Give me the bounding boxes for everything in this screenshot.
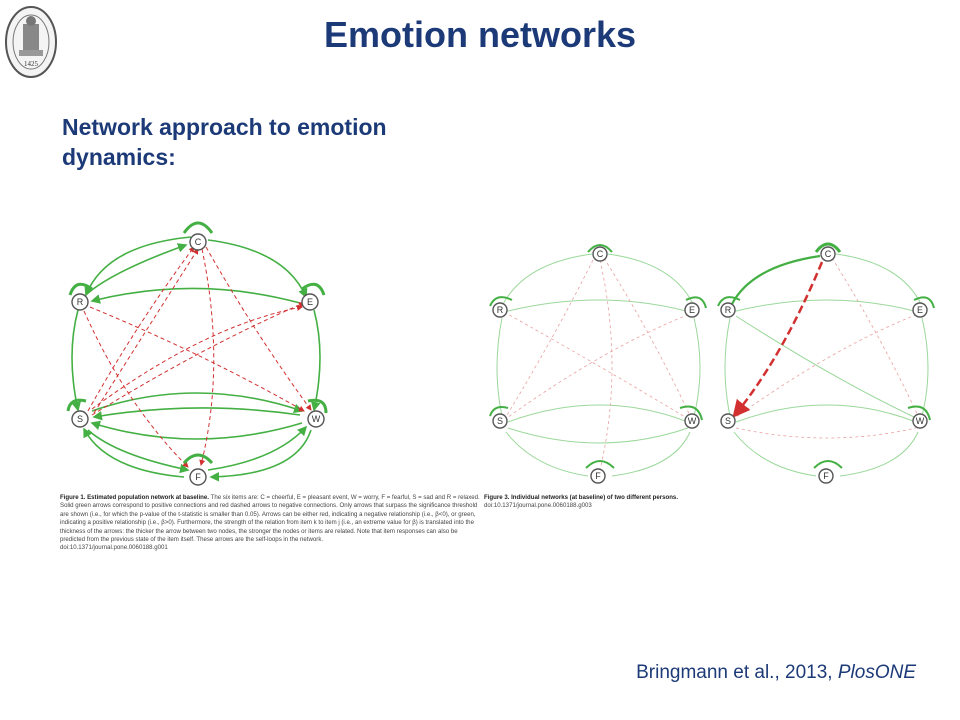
edge-c-s-strong bbox=[732, 261, 824, 418]
selfloop-w bbox=[307, 398, 328, 414]
figure3-caption: Figure 3. Individual networks (at baseli… bbox=[484, 494, 784, 511]
figure1-caption-title: Figure 1. Estimated population network a… bbox=[60, 494, 209, 501]
svg-text:R: R bbox=[497, 305, 504, 315]
subtitle: Network approach to emotion dynamics: bbox=[62, 114, 387, 170]
svg-text:S: S bbox=[725, 416, 731, 426]
svg-text:S: S bbox=[77, 414, 83, 424]
edge-r-c bbox=[87, 243, 188, 294]
svg-text:F: F bbox=[195, 472, 201, 482]
edge-f-w bbox=[207, 425, 308, 471]
svg-text:W: W bbox=[688, 416, 697, 426]
svg-text:1425: 1425 bbox=[24, 60, 39, 68]
svg-text:F: F bbox=[595, 471, 601, 481]
figure3-network-person2: C E W F S R bbox=[717, 242, 935, 484]
edge-e-w bbox=[311, 309, 321, 412]
svg-text:W: W bbox=[916, 416, 925, 426]
figure3-caption-title: Figure 3. Individual networks (at baseli… bbox=[484, 494, 679, 501]
edge-s-w bbox=[91, 392, 304, 413]
selfloop-c bbox=[182, 221, 214, 234]
edge-c-e bbox=[207, 239, 308, 299]
citation-journal: PlosONE bbox=[837, 662, 916, 683]
edge-w-f bbox=[209, 429, 312, 482]
selfloop-f bbox=[182, 453, 214, 465]
edge-s-c bbox=[87, 246, 195, 412]
edge-r-s bbox=[71, 309, 81, 412]
edge-c-r bbox=[84, 236, 192, 297]
figure1-caption-body: The six items are: C = cheerful, E = ple… bbox=[60, 494, 480, 544]
edge-r-w bbox=[89, 306, 305, 412]
svg-text:E: E bbox=[917, 305, 923, 315]
university-seal-logo: 1425 bbox=[5, 6, 57, 78]
svg-text:E: E bbox=[689, 305, 695, 315]
figure1-doi: doi:10.1371/journal.pone.0060188.g001 bbox=[60, 544, 168, 552]
svg-text:W: W bbox=[312, 414, 321, 424]
edge-s-c-2 bbox=[93, 248, 199, 414]
node-r: R bbox=[71, 293, 89, 311]
node-w: W bbox=[307, 410, 325, 428]
edge-s-e bbox=[91, 304, 303, 410]
edge-r-f bbox=[83, 310, 189, 468]
citation-authors: Bringmann et al., 2013, bbox=[636, 662, 833, 683]
svg-text:C: C bbox=[825, 249, 832, 259]
edge-e-r bbox=[90, 287, 301, 304]
node-e: E bbox=[301, 293, 319, 311]
figure1-caption: Figure 1. Estimated population network a… bbox=[60, 494, 480, 553]
node-c: C bbox=[189, 233, 207, 251]
svg-text:C: C bbox=[597, 249, 604, 259]
page-title: Emotion networks bbox=[323, 14, 637, 55]
edge-w-e bbox=[91, 302, 305, 416]
node-f: F bbox=[189, 468, 207, 486]
svg-text:F: F bbox=[823, 471, 829, 481]
edge-f-s bbox=[83, 427, 185, 478]
svg-text:C: C bbox=[195, 237, 202, 247]
edge-w-s bbox=[90, 420, 303, 440]
edge-w-s-2 bbox=[92, 407, 301, 421]
svg-text:E: E bbox=[307, 297, 313, 307]
citation: Bringmann et al., 2013, PlosONE bbox=[636, 662, 916, 684]
figure3-network-person1: C E W F S R bbox=[489, 244, 707, 484]
edge-s-f bbox=[87, 429, 190, 474]
node-s: S bbox=[71, 410, 89, 428]
svg-text:S: S bbox=[497, 416, 503, 426]
selfloop-r bbox=[68, 282, 93, 296]
figure3-doi: doi:10.1371/journal.pone.0060188.g003 bbox=[484, 502, 592, 510]
selfloop-e bbox=[301, 282, 326, 296]
figure1-network: C E W F S R bbox=[66, 221, 328, 486]
selfloop-s bbox=[66, 398, 87, 412]
edge-c-w bbox=[205, 246, 312, 411]
svg-text:R: R bbox=[77, 297, 84, 307]
svg-text:R: R bbox=[725, 305, 732, 315]
edge-c-f bbox=[199, 248, 215, 466]
edge-c-r-strong bbox=[731, 254, 821, 305]
